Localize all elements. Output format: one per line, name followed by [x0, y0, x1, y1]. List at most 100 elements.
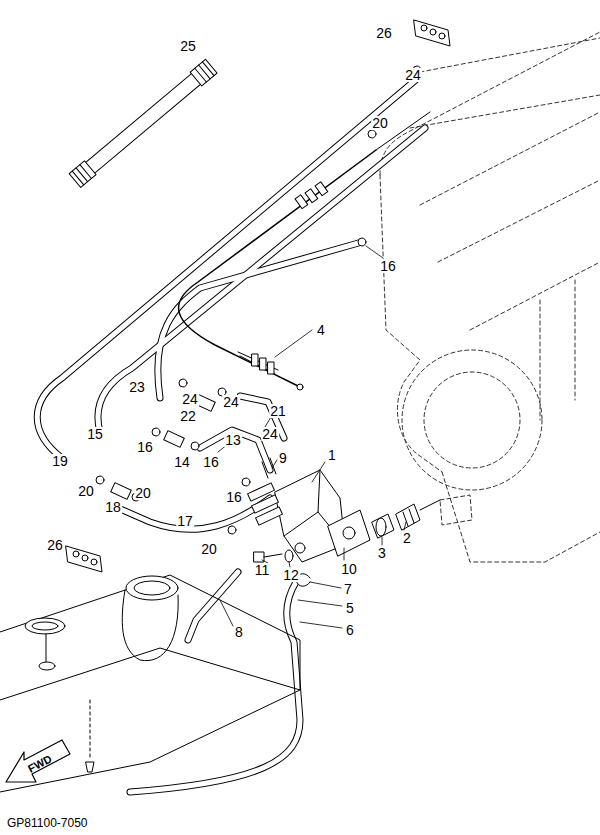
engine-outline	[470, 262, 600, 330]
hose-lines	[200, 430, 270, 470]
oil-tank	[0, 575, 300, 792]
oil-tank	[25, 618, 65, 634]
fasteners	[264, 554, 282, 557]
drive-parts	[328, 510, 370, 556]
oil-tank	[39, 662, 55, 670]
callout-number: 6	[345, 623, 355, 637]
engine-outline	[540, 280, 575, 420]
hose-lines	[179, 150, 376, 386]
leader-lines	[180, 246, 406, 628]
hose-lines	[98, 128, 425, 432]
callout-number: 20	[200, 542, 218, 556]
cable-adjuster	[305, 189, 318, 203]
cable-adjuster	[295, 195, 308, 209]
hose-lines	[188, 572, 238, 640]
drive-parts	[372, 514, 394, 538]
hose-clip	[414, 20, 450, 46]
leader-lines	[272, 460, 277, 468]
oil-pump	[256, 507, 283, 525]
engine-outline	[438, 180, 600, 262]
hose-joints	[242, 478, 250, 486]
engine-outline	[402, 350, 542, 490]
callout-number: 26	[375, 26, 393, 40]
hose-joints	[191, 442, 199, 450]
fasteners	[285, 550, 293, 562]
callout-number: 24	[404, 68, 422, 82]
leader-lines	[404, 522, 406, 530]
callout-number: 16	[202, 455, 220, 469]
hose-clip	[421, 25, 427, 31]
hose-joints	[96, 66, 421, 534]
oil-tank	[90, 700, 91, 760]
cable-adjuster	[315, 182, 328, 196]
forward-arrow	[6, 740, 70, 782]
leader-lines	[312, 462, 325, 482]
callout-number: 24	[222, 395, 240, 409]
hose-lines	[130, 582, 300, 792]
callout-number: 3	[377, 546, 387, 560]
hose-clip	[439, 33, 445, 39]
hose-lines	[200, 430, 270, 470]
hose-lines	[130, 582, 300, 792]
cable-adjuster	[252, 354, 258, 366]
callout-number: 11	[254, 563, 271, 577]
engine-outline	[380, 32, 600, 175]
engine-outline	[442, 472, 600, 562]
hose-joints	[228, 526, 236, 534]
direction-label: FWD	[25, 753, 54, 775]
oil-tank	[0, 575, 300, 792]
callout-number: 7	[343, 582, 353, 596]
engine-outline	[410, 38, 600, 128]
callout-number: 12	[282, 568, 300, 582]
hose-joints	[368, 130, 376, 138]
cable-adjuster	[260, 358, 266, 370]
callout-number: 20	[134, 486, 152, 500]
hose-clip	[91, 559, 97, 565]
hose-lines	[37, 78, 418, 458]
leader-lines	[382, 537, 383, 545]
hose-joints	[358, 238, 366, 246]
hose-lines	[37, 78, 430, 792]
hose-lines	[37, 78, 425, 792]
callout-number: 21	[269, 404, 287, 418]
callout-number: 24	[181, 392, 199, 406]
drive-parts	[396, 504, 420, 530]
oil-tank	[122, 590, 178, 661]
leader-lines	[275, 330, 312, 357]
callout-number: 22	[179, 409, 197, 423]
callout-number: 18	[104, 500, 122, 514]
callout-number: 19	[51, 454, 69, 468]
hose-lines	[37, 78, 418, 458]
callout-number: 17	[176, 514, 194, 528]
callout-number: 20	[77, 484, 95, 498]
callout-number: 23	[128, 380, 146, 394]
hose-joints	[179, 379, 187, 387]
engine-outline	[424, 372, 520, 468]
hose-clip	[430, 29, 436, 35]
callout-number: 25	[179, 39, 197, 53]
callout-number: 16	[225, 490, 243, 504]
drive-parts	[420, 500, 440, 510]
oil-pump	[248, 458, 345, 562]
callout-number: 4	[316, 323, 326, 337]
oil-tank	[46, 634, 47, 664]
hose-joints	[152, 428, 160, 436]
cable-adjuster	[238, 182, 328, 374]
hose-lines	[98, 128, 425, 432]
cable-adjuster	[268, 362, 274, 374]
callout-number: 20	[371, 116, 389, 130]
oil-tank	[86, 762, 94, 772]
leader-lines	[298, 600, 342, 606]
engine-outline	[380, 175, 442, 472]
hose-joints	[164, 431, 185, 448]
tube-part	[69, 59, 217, 187]
drive-parts	[403, 509, 414, 526]
hose-lines	[188, 572, 238, 640]
hose-clip	[66, 546, 102, 572]
engine-outline	[380, 32, 600, 562]
callout-number: 24	[261, 427, 279, 441]
callout-number: 1	[327, 448, 337, 462]
oil-tank	[32, 622, 58, 630]
callout-number: 13	[224, 433, 242, 447]
